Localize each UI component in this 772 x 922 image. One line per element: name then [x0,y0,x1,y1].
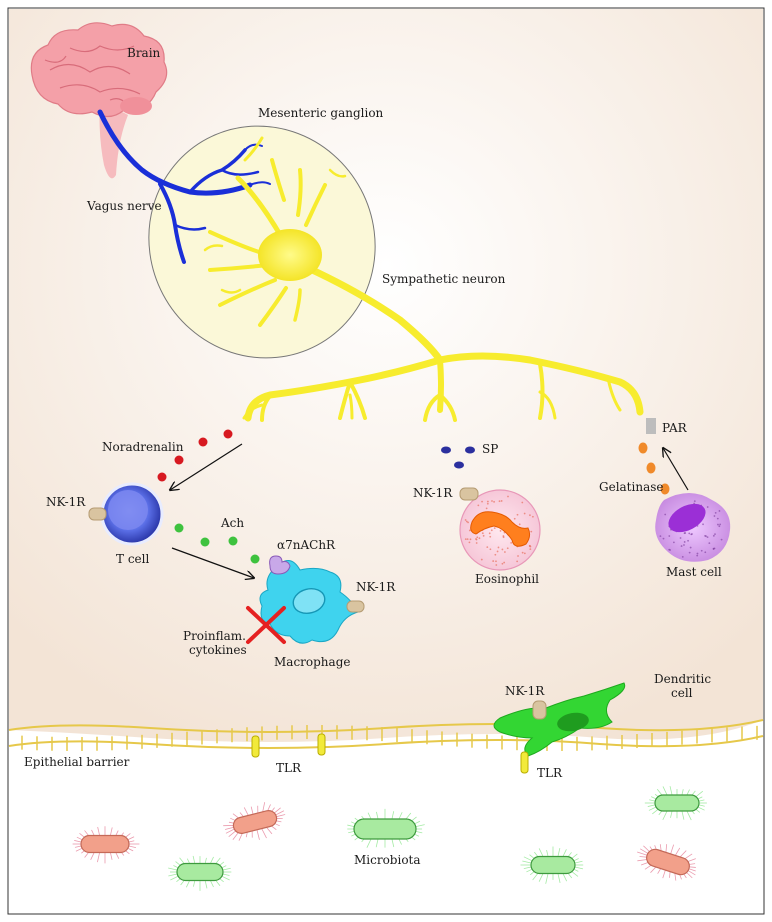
ach-label: Ach [220,516,244,530]
bacterium [168,855,232,891]
macrophage-nucleus [292,587,326,615]
sp-molecules [441,446,475,469]
noradrenalin-arrow [170,443,243,490]
t-cell [100,482,164,546]
bacterium [347,808,425,848]
epithelial-barrier [8,719,764,751]
mast-cell-label: Mast cell [666,565,722,579]
ach-arrow [171,547,254,578]
sympathetic-neuron-soma [258,229,322,281]
nk1r-receptor-dendritic [532,700,547,720]
mesenteric-ganglion-label: Mesenteric ganglion [258,106,384,120]
par-receptor [646,418,656,434]
epithelial-barrier-label: Epithelial barrier [24,755,130,769]
ach-molecules [174,523,260,564]
microbiota-group [72,786,707,891]
bacterium [520,846,584,884]
tlr-receptor-epithelium-2 [317,733,326,756]
bacterium [72,826,140,864]
gelatinase-arrow [663,448,689,491]
proinflam-label-line1: Proinflam. [183,629,246,643]
t-cell-label: T cell [116,552,149,566]
tlr-epithelium-label: TLR [276,761,302,775]
eosinophil [459,489,541,571]
noradrenalin-label: Noradrenalin [102,440,184,454]
a7nachr-receptor [269,555,291,575]
nk1r-macrophage-label: NK-1R [356,580,396,594]
nk1r-tcell-label: NK-1R [46,495,86,509]
mesenteric-ganglion [148,125,376,359]
noradrenalin-molecules [157,429,233,482]
dendritic-cell-label-line2: cell [671,686,693,700]
inhibition-cross [246,606,286,644]
macrophage-label: Macrophage [274,655,350,669]
nk1r-receptor-tcell [88,507,107,521]
bacterium [637,844,696,881]
tlr-receptor-epithelium-1 [251,735,260,758]
tlr-dendritic-label: TLR [537,766,563,780]
tlr-receptor-dendritic [520,751,529,774]
vagus-nerve-label: Vagus nerve [86,199,162,213]
eosinophil-label: Eosinophil [475,572,539,586]
nk1r-dendritic-label: NK-1R [505,684,545,698]
nk1r-eosinophil-label: NK-1R [413,486,453,500]
nk1r-receptor-eosinophil [459,487,479,501]
sympathetic-neuron [203,136,644,422]
brain-label: Brain [127,46,161,60]
a7nachr-label: α7nAChR [277,538,336,552]
par-label: PAR [662,421,688,435]
microbiota-label: Microbiota [354,853,421,867]
gelatinase-molecules [638,442,670,495]
proinflam-label-line2: cytokines [189,643,247,657]
nk1r-receptor-macrophage [346,600,365,613]
bacterium [644,786,707,821]
vagus-nerve [97,109,271,264]
bacterium [223,802,286,841]
dendritic-cell-nucleus [557,712,589,732]
sp-label: SP [482,442,498,456]
mast-cell [655,493,731,562]
dendritic-cell-label-line1: Dendritic [654,672,711,686]
sympathetic-neuron-label: Sympathetic neuron [382,272,506,286]
gelatinase-label: Gelatinase [599,480,663,494]
